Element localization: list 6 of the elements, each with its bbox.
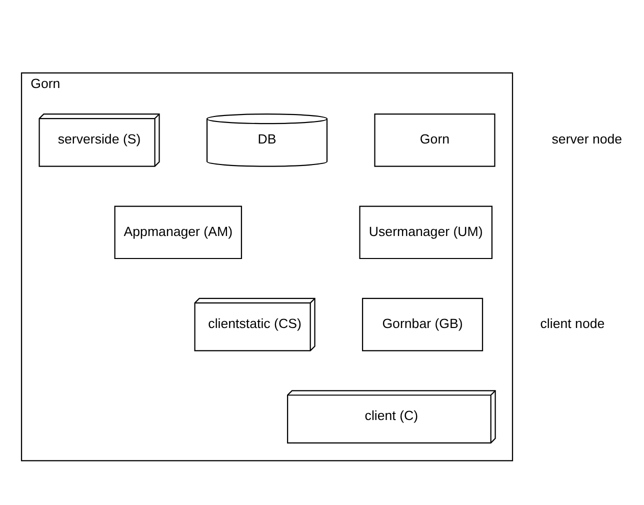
label: server node [552, 131, 622, 146]
node-box: Usermanager (UM) [359, 205, 492, 259]
node-box: Gornbar (GB) [362, 297, 484, 351]
node-box: Gorn [374, 113, 496, 166]
label: client node [540, 316, 605, 331]
node-box: Appmanager (AM) [114, 205, 242, 259]
